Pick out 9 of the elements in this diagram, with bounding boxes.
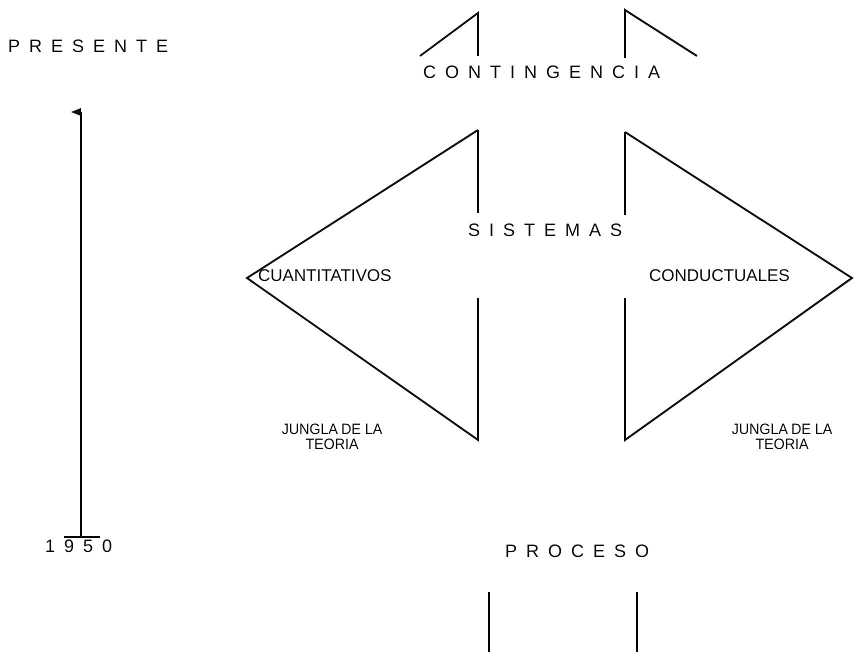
annotation-text: JUNGLA DE LA TEORIA — [730, 422, 834, 452]
time-label: PRESENTE — [8, 36, 178, 57]
stage-heading: SISTEMAS — [468, 220, 632, 241]
year-label: 1950 — [45, 536, 122, 557]
stage-heading: PROCESO — [505, 541, 658, 562]
stage-heading: CONTINGENCIA — [423, 62, 670, 83]
category-label: CUANTITATIVOS — [258, 266, 392, 286]
annotation-text: JUNGLA DE LA TEORIA — [280, 422, 384, 452]
category-label: CONDUCTUALES — [649, 266, 790, 286]
